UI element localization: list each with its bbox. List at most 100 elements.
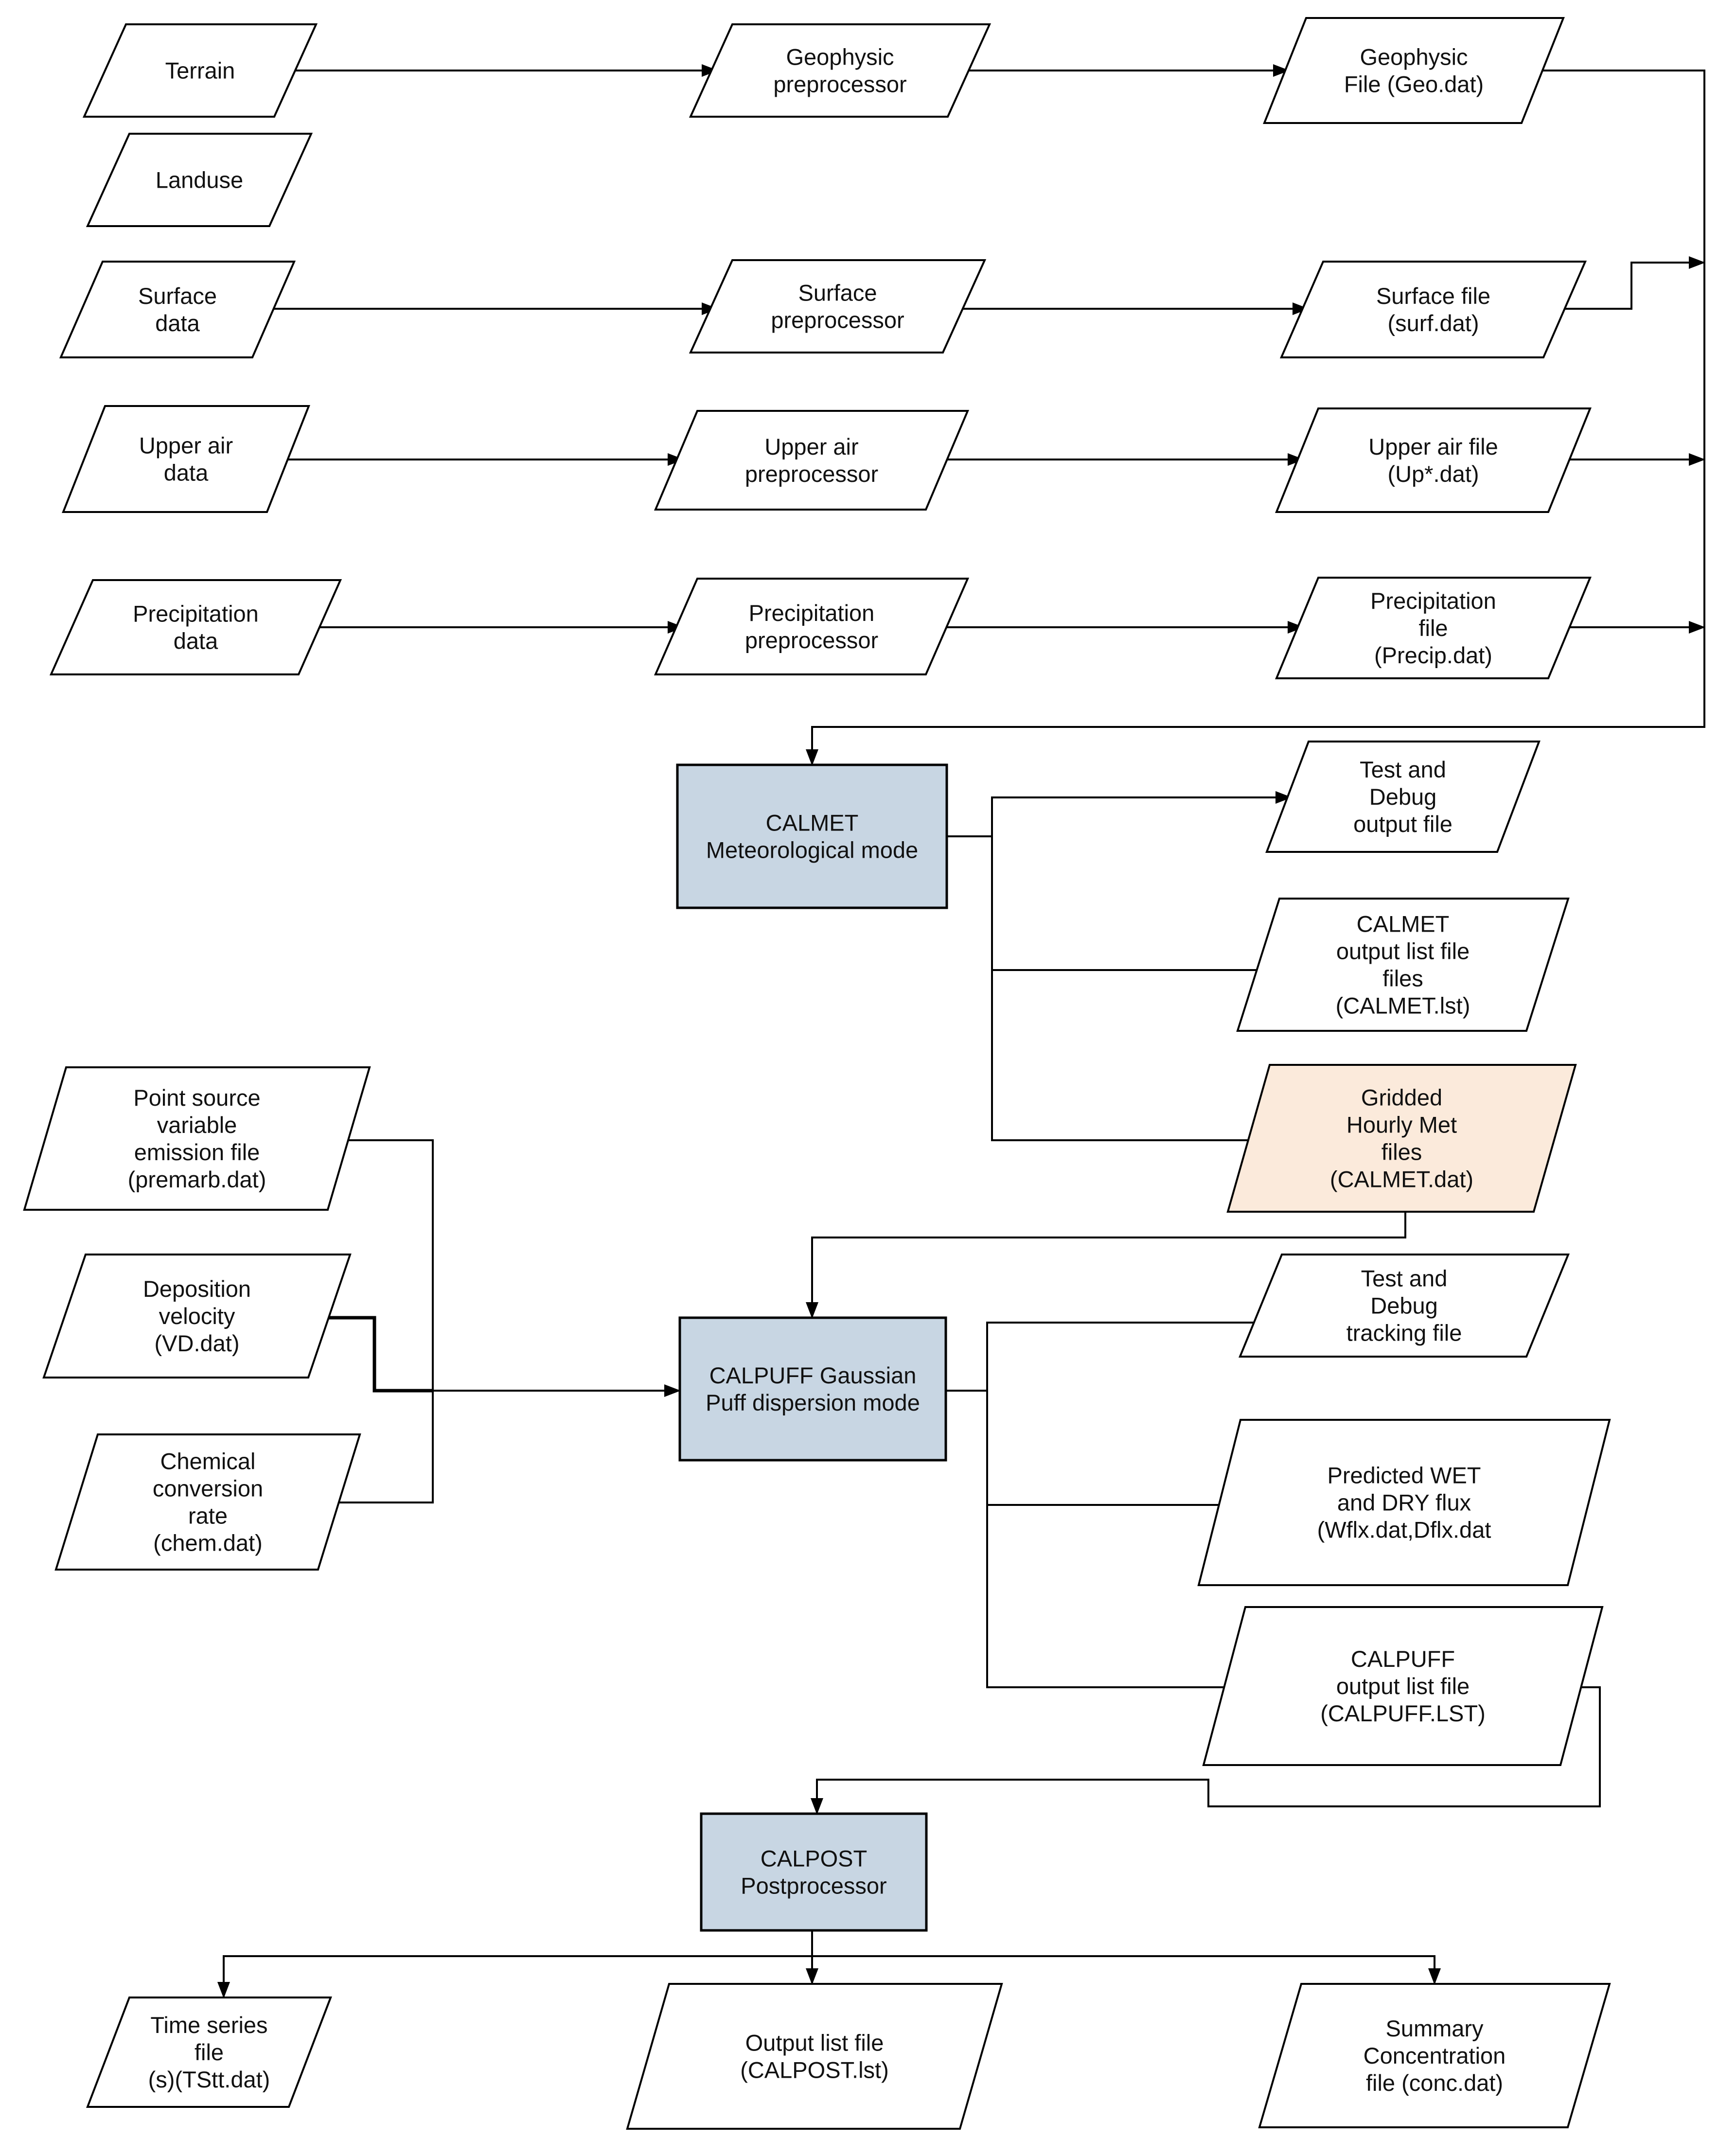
node-label-line: (chem.dat) [153, 1530, 263, 1556]
process-box [700, 1812, 928, 1932]
node-label-line: output list file [1336, 938, 1470, 964]
node-label-line: Surface [138, 283, 217, 309]
data-parallelogram [49, 579, 342, 675]
edge-calpost-to-summary-concentration [812, 1955, 1441, 1985]
node-label-line: Upper air [764, 434, 858, 459]
data-parallelogram [1202, 1606, 1604, 1766]
node-label-line: Hourly Met [1346, 1112, 1457, 1138]
node-label-line: Upper air [139, 433, 233, 459]
edge-deposition-velocity-to-calpuff [319, 1316, 433, 1393]
node-label-line: Precipitation [749, 600, 875, 626]
node-label-line: output file [1353, 811, 1453, 837]
node-label-line: Surface [798, 280, 877, 306]
edge-surface-file-to-calmet [1560, 256, 1705, 310]
data-parallelogram [1197, 1419, 1611, 1586]
node-label-line: conversion [153, 1476, 263, 1502]
node-label-line: Output list file [745, 2030, 884, 2056]
node-label-line: velocity [159, 1303, 235, 1329]
data-parallelogram [23, 1066, 371, 1211]
node-label-line: Summary [1385, 2015, 1484, 2041]
node-label-line: data [164, 460, 209, 486]
node-label-line: Puff dispersion mode [706, 1390, 920, 1415]
node-label-line: (CALPOST.lst) [740, 2057, 889, 2083]
node-label-line: (Up*.dat) [1387, 461, 1479, 487]
node-label-line: CALMET [1357, 911, 1450, 937]
node-label-line: CALPUFF Gaussian [709, 1362, 917, 1388]
node-label-line: Time series [150, 2012, 267, 2038]
node-label-line: tracking file [1346, 1320, 1462, 1346]
node-label-line: Geophysic [1360, 44, 1468, 70]
node-label-line: Precipitation [1370, 588, 1496, 614]
data-parallelogram [1236, 898, 1570, 1032]
node-label-line: files [1382, 1139, 1422, 1165]
node-label-line: preprocessor [745, 627, 878, 653]
node-label-line: (CALMET.dat) [1330, 1166, 1473, 1192]
data-parallelogram [59, 261, 296, 358]
data-parallelogram [62, 405, 310, 513]
edge-chemical-conversion-to-calpuff [336, 1391, 434, 1503]
connectors [217, 64, 1705, 1998]
node-label-line: (surf.dat) [1387, 310, 1479, 336]
edge-geophysic-file-to-calmet [806, 70, 1705, 766]
node-surface-file: Surface file(surf.dat) [1279, 261, 1587, 358]
node-label-line: CALPUFF [1351, 1646, 1455, 1672]
node-label-line: (CALMET.lst) [1336, 993, 1470, 1019]
node-label-line: Gridded [1361, 1085, 1442, 1111]
data-parallelogram [626, 1983, 1003, 2130]
node-label-line: (CALPUFF.LST) [1320, 1700, 1486, 1726]
data-parallelogram [1263, 17, 1565, 124]
node-calpost-list-file: Output list file(CALPOST.lst) [626, 1983, 1003, 2130]
node-label-line: files [1382, 966, 1423, 991]
node-label-line: Landuse [156, 167, 243, 193]
process-box [678, 1316, 947, 1462]
node-label-line: variable [157, 1112, 237, 1138]
data-parallelogram [1226, 1064, 1577, 1213]
edge-gridded-met-files-to-calpuff [806, 1212, 1406, 1319]
data-parallelogram [54, 1433, 361, 1571]
data-parallelogram [654, 578, 970, 675]
node-label-line: Postprocessor [741, 1873, 886, 1899]
node-label-line: Geophysic [786, 44, 894, 70]
node-label-line: file (conc.dat) [1366, 2070, 1503, 2096]
data-parallelogram [689, 23, 992, 118]
edge-calmet-to-gridded-met-files [991, 970, 1270, 1147]
edge-point-source-file-to-calpuff [338, 1139, 681, 1397]
node-label-line: data [174, 628, 218, 654]
node-label-line: Deposition [143, 1276, 251, 1302]
data-parallelogram [1265, 741, 1541, 853]
node-label-line: Test and [1360, 757, 1446, 782]
process-box [676, 763, 948, 909]
node-label-line: (s)(TStt.dat) [148, 2067, 270, 2092]
node-label-line: (VD.dat) [155, 1330, 240, 1356]
edge-calpuff-to-calpuff-test-debug [946, 1316, 1275, 1392]
data-parallelogram [1275, 577, 1592, 679]
node-label-line: File (Geo.dat) [1344, 71, 1484, 97]
edge-calpuff-list-file-to-calpost [811, 1686, 1601, 1815]
node-label-line: Predicted WET [1327, 1463, 1481, 1488]
node-label-line: Terrain [165, 58, 235, 84]
node-label-line: (premarb.dat) [128, 1166, 266, 1192]
node-label-line: Chemical [160, 1449, 256, 1474]
node-label-line: file [1418, 615, 1448, 641]
node-label-line: preprocessor [773, 71, 906, 97]
node-label-line: Precipitation [133, 601, 259, 627]
